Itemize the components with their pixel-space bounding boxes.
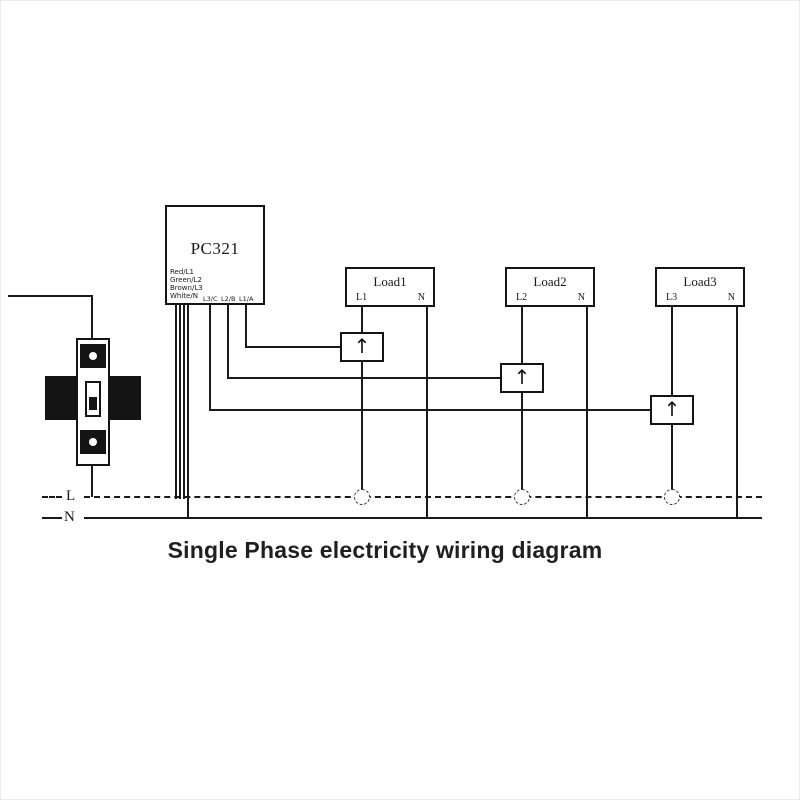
live-bus-junction-1 [354, 489, 370, 505]
breaker-right-wing [110, 376, 141, 420]
ct-clamp-1: ↑ [340, 332, 384, 362]
load2-box: Load2 L2 N [505, 267, 595, 307]
live-bus-line [84, 496, 762, 498]
ct2-feed-wire-vertical [227, 305, 229, 378]
up-arrow-icon: ↑ [513, 365, 531, 389]
ct-clamp-2: ↑ [500, 363, 544, 393]
meter-ct-terminal-l3c: L3/C [203, 295, 218, 303]
ct2-feed-wire-horizontal [227, 377, 500, 379]
breaker-out-wire [91, 466, 93, 497]
load1-neutral-wire [426, 307, 428, 518]
load2-live-wire-upper [521, 307, 523, 365]
up-arrow-icon: ↑ [663, 397, 681, 421]
meter-bundle-wire-1 [175, 305, 177, 499]
load1-neutral-terminal: N [417, 292, 425, 303]
ct1-feed-wire-horizontal [245, 346, 340, 348]
ct3-feed-wire-vertical [209, 305, 211, 410]
load1-live-terminal: L1 [356, 292, 368, 303]
breaker-left-wing [45, 376, 76, 420]
meter-wire-label-white-n: White/N [170, 292, 198, 300]
load1-live-wire-upper [361, 307, 363, 334]
up-arrow-icon: ↑ [353, 334, 371, 358]
meter-ct-terminal-l2b: L2/B [221, 295, 236, 303]
meter-bundle-wire-2 [179, 305, 181, 499]
meter-wire-label-green-l2: Green/L2 [170, 276, 202, 284]
load2-live-terminal: L2 [516, 292, 528, 303]
load3-neutral-terminal: N [727, 292, 735, 303]
load1-box: Load1 L1 N [345, 267, 435, 307]
load2-live-wire-lower [521, 393, 523, 491]
live-bus-junction-2 [514, 489, 530, 505]
meter-ct-terminal-l1a: L1/A [239, 295, 254, 303]
neutral-bus-lead-segment [42, 517, 62, 519]
breaker-top-terminal-screw [89, 352, 97, 360]
load2-label: Load2 [533, 274, 567, 289]
load1-live-wire-lower [361, 362, 363, 491]
meter-bundle-wire-4 [187, 305, 189, 519]
load3-label: Load3 [683, 274, 717, 289]
load3-box: Load3 L3 N [655, 267, 745, 307]
load3-live-wire-upper [671, 307, 673, 397]
breaker-toggle-handle [89, 397, 97, 410]
meter-box: PC321 Red/L1 Green/L2 Brown/L3 White/N [165, 205, 265, 305]
neutral-bus-label: N [64, 509, 75, 525]
load3-neutral-wire [736, 307, 738, 518]
mains-in-wire-horizontal [8, 295, 93, 297]
load2-neutral-terminal: N [577, 292, 585, 303]
breaker-bottom-terminal-screw [89, 438, 97, 446]
neutral-bus-line [84, 517, 762, 519]
live-bus-lead-segment [42, 496, 62, 498]
live-bus-label: L [66, 488, 76, 504]
live-bus-junction-3 [664, 489, 680, 505]
meter-label: PC321 [190, 239, 240, 258]
load1-label: Load1 [373, 274, 407, 289]
meter-wire-label-red-l1: Red/L1 [170, 268, 195, 276]
load2-neutral-wire [586, 307, 588, 518]
meter-bundle-wire-3 [183, 305, 185, 499]
ct-clamp-3: ↑ [650, 395, 694, 425]
load3-live-wire-lower [671, 425, 673, 491]
diagram-title: Single Phase electricity wiring diagram [167, 537, 603, 563]
load3-live-terminal: L3 [666, 292, 678, 303]
meter-wire-label-brown-l3: Brown/L3 [170, 284, 203, 292]
mains-in-wire-vertical [91, 295, 93, 338]
ct1-feed-wire-vertical [245, 305, 247, 347]
ct3-feed-wire-horizontal [209, 409, 650, 411]
